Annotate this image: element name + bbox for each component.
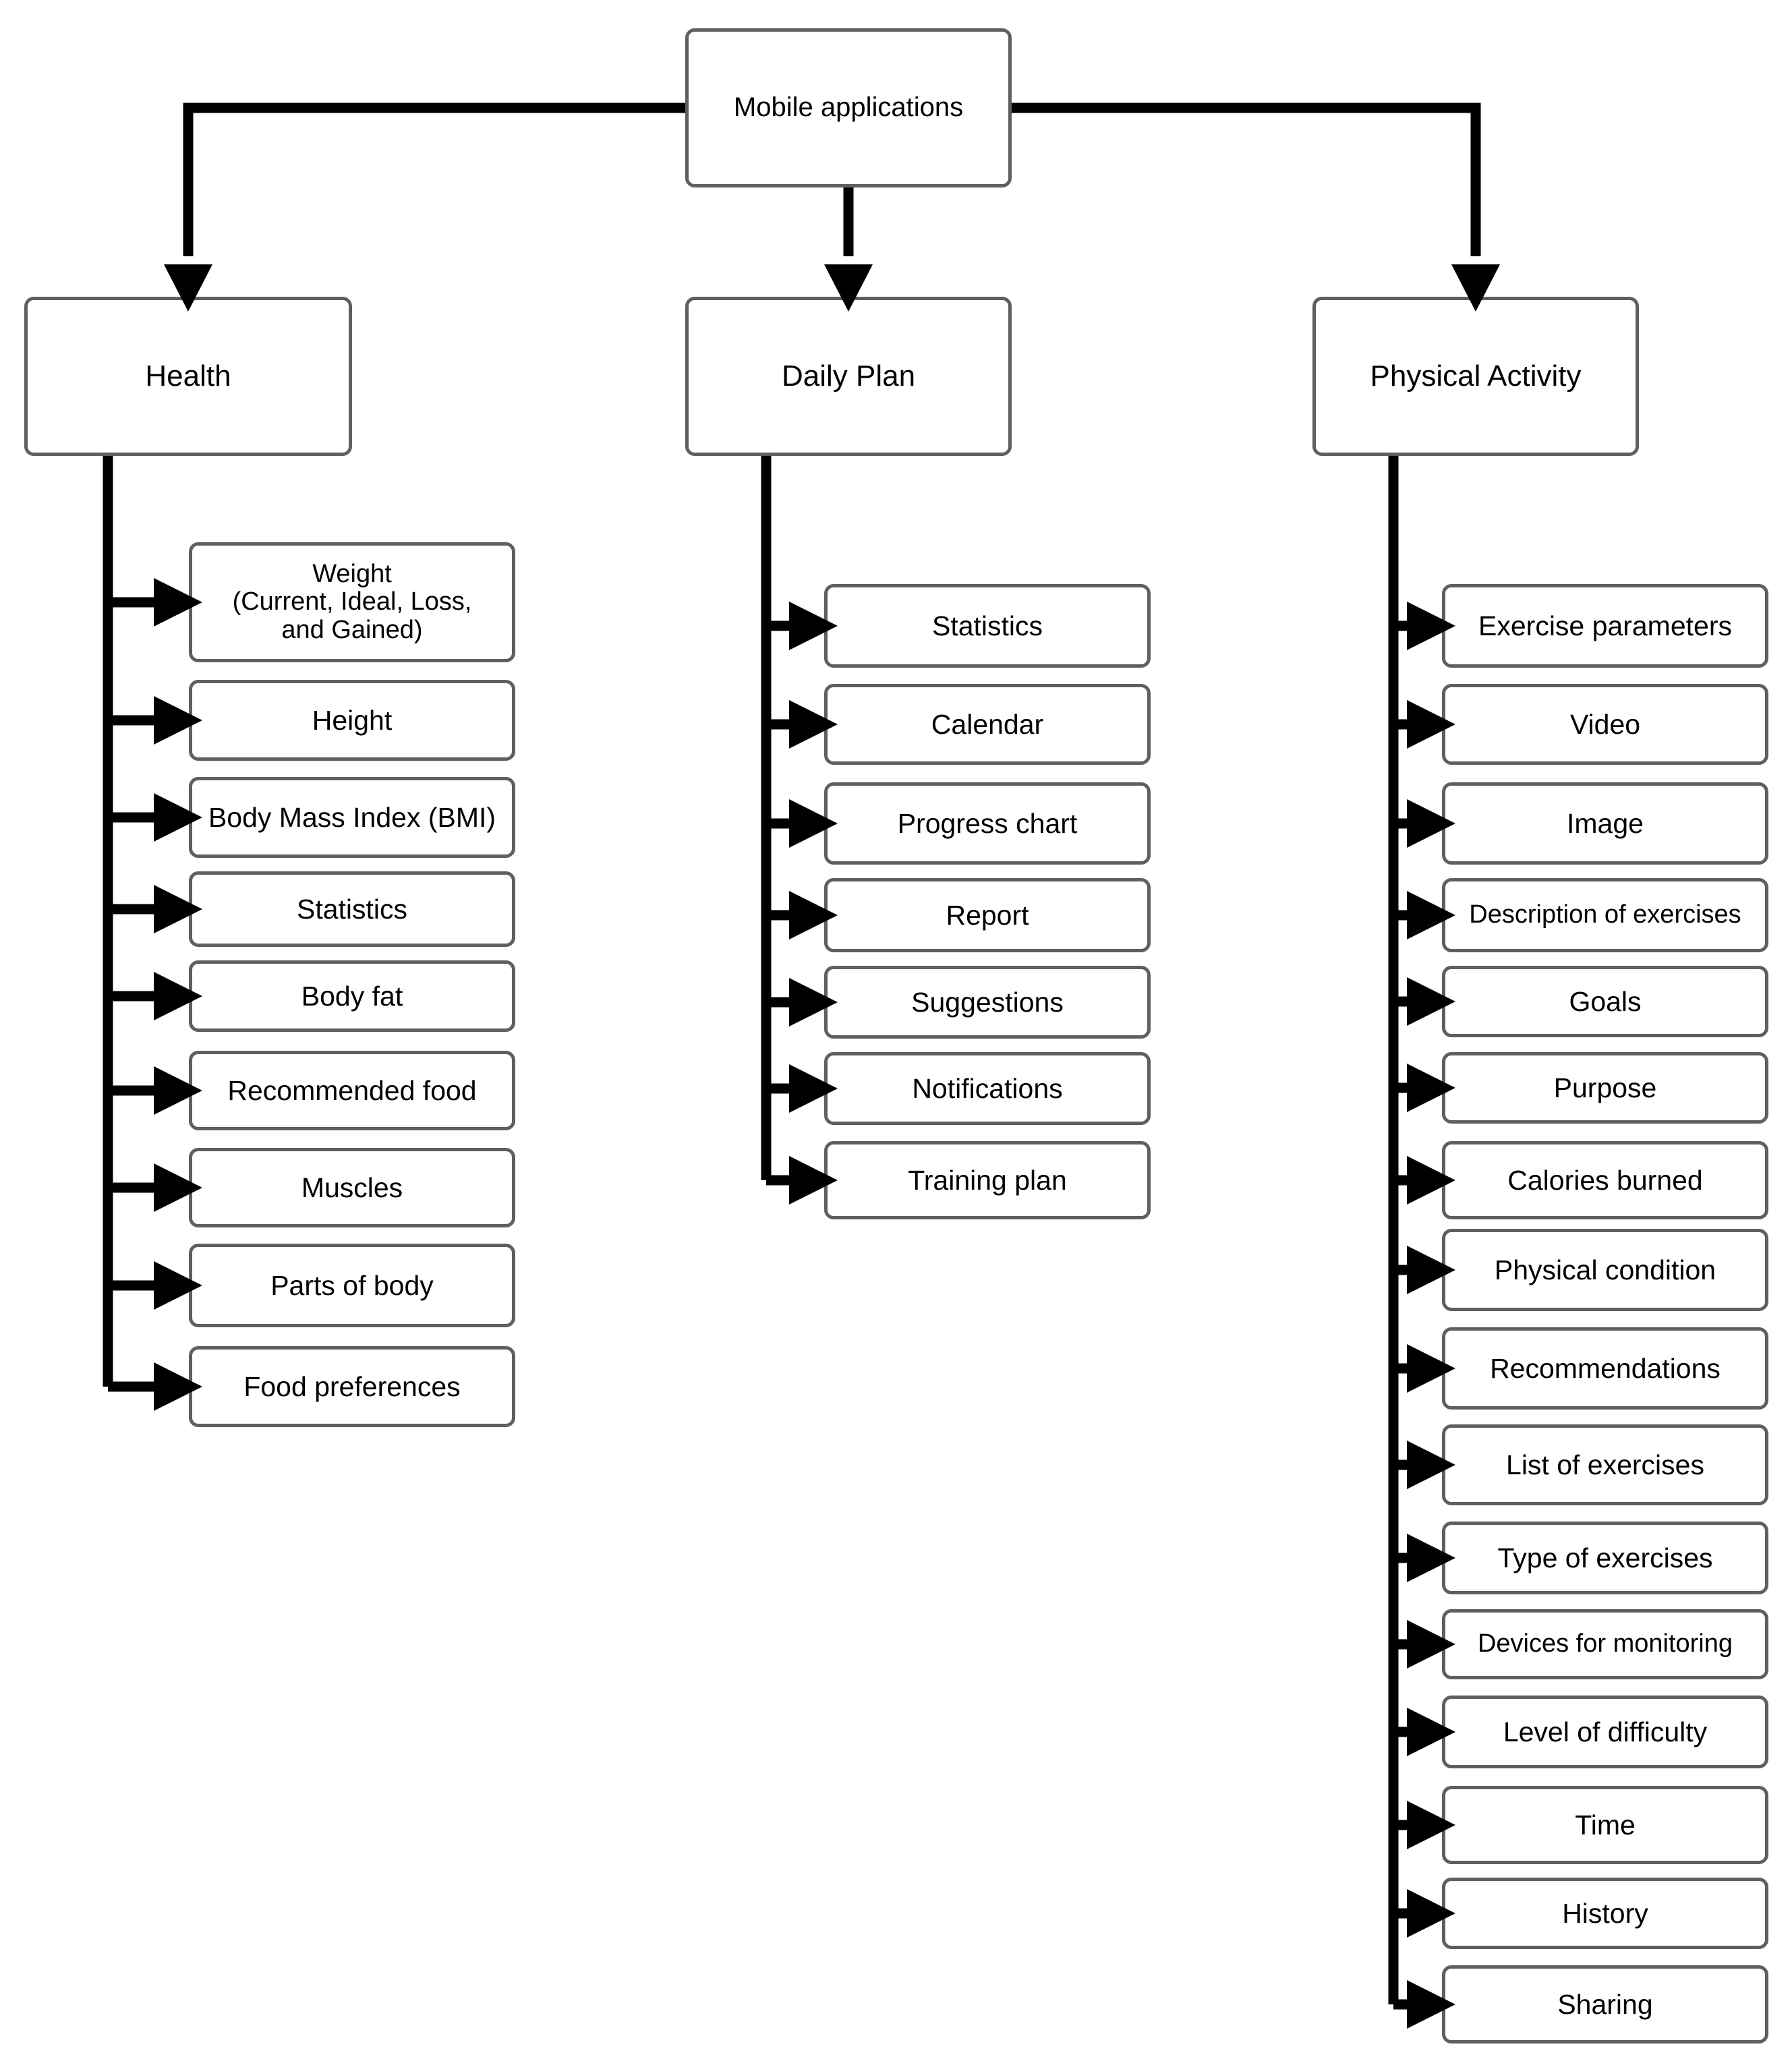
leaf-node: Parts of body	[189, 1244, 515, 1327]
leaf-label: Weight (Current, Ideal, Loss, and Gained…	[232, 560, 472, 644]
leaf-node: Body fat	[189, 960, 515, 1032]
leaf-node: Recommendations	[1442, 1327, 1768, 1410]
leaf-label: Parts of body	[270, 1269, 434, 1301]
leaf-node: Statistics	[824, 584, 1151, 668]
leaf-node: Progress chart	[824, 782, 1151, 865]
leaf-node: Statistics	[189, 871, 515, 947]
leaf-node: Muscles	[189, 1148, 515, 1227]
leaf-node: Level of difficulty	[1442, 1696, 1768, 1768]
root-label: Mobile applications	[733, 92, 964, 123]
leaf-label: Training plan	[908, 1164, 1067, 1196]
leaf-node: Time	[1442, 1786, 1768, 1864]
leaf-node: Purpose	[1442, 1052, 1768, 1124]
leaf-node: History	[1442, 1878, 1768, 1949]
leaf-label: Suggestions	[911, 986, 1064, 1018]
leaf-label: Report	[946, 899, 1029, 931]
leaf-label: Body fat	[301, 980, 403, 1012]
leaf-node: Type of exercises	[1442, 1522, 1768, 1594]
leaf-node: Training plan	[824, 1141, 1151, 1219]
leaf-node: Report	[824, 878, 1151, 952]
leaf-label: Progress chart	[897, 807, 1078, 839]
category-physical-activity: Physical Activity	[1312, 297, 1639, 456]
leaf-node: Food preferences	[189, 1346, 515, 1427]
leaf-node: Description of exercises	[1442, 878, 1768, 952]
leaf-label: Video	[1569, 708, 1641, 740]
leaf-label: Purpose	[1553, 1072, 1657, 1103]
leaf-label: Description of exercises	[1469, 900, 1741, 929]
leaf-label: Calories burned	[1507, 1164, 1703, 1196]
category-daily-plan: Daily Plan	[685, 297, 1012, 456]
leaf-node: Image	[1442, 782, 1768, 865]
leaf-node: Suggestions	[824, 966, 1151, 1039]
leaf-node: Weight (Current, Ideal, Loss, and Gained…	[189, 542, 515, 662]
category-label: Physical Activity	[1370, 359, 1582, 393]
leaf-node: Notifications	[824, 1052, 1151, 1125]
leaf-label: Muscles	[301, 1171, 403, 1203]
leaf-node: Sharing	[1442, 1965, 1768, 2044]
leaf-label: Food preferences	[243, 1370, 461, 1402]
connector-root-physical-activity	[1012, 103, 1481, 256]
leaf-label: Statistics	[931, 610, 1043, 641]
leaf-label: Exercise parameters	[1478, 610, 1732, 641]
connector-root-health	[183, 103, 685, 256]
leaf-label: Statistics	[296, 893, 408, 925]
root-node: Mobile applications	[685, 28, 1012, 187]
leaf-node: Exercise parameters	[1442, 584, 1768, 668]
leaf-label: Goals	[1569, 985, 1642, 1017]
leaf-label: Calendar	[931, 708, 1044, 740]
leaf-label: Time	[1575, 1809, 1636, 1841]
leaf-label: Image	[1567, 807, 1644, 839]
leaf-node: Goals	[1442, 966, 1768, 1037]
leaf-node: Calories burned	[1442, 1141, 1768, 1219]
category-label: Health	[145, 359, 231, 393]
category-label: Daily Plan	[781, 359, 916, 393]
leaf-node: Devices for monitoring	[1442, 1609, 1768, 1679]
leaf-label: Height	[312, 704, 393, 736]
leaf-label: Sharing	[1557, 1988, 1653, 2020]
leaf-node: Calendar	[824, 684, 1151, 765]
leaf-label: Notifications	[912, 1072, 1063, 1104]
leaf-node: List of exercises	[1442, 1424, 1768, 1505]
leaf-label: Recommended food	[227, 1074, 477, 1106]
leaf-node: Body Mass Index (BMI)	[189, 777, 515, 858]
leaf-node: Video	[1442, 684, 1768, 765]
leaf-label: History	[1562, 1897, 1648, 1929]
leaf-label: Level of difficulty	[1503, 1716, 1708, 1747]
leaf-node: Recommended food	[189, 1051, 515, 1130]
leaf-label: List of exercises	[1506, 1449, 1704, 1480]
leaf-label: Body Mass Index (BMI)	[208, 801, 496, 833]
leaf-label: Type of exercises	[1497, 1542, 1713, 1573]
leaf-label: Recommendations	[1490, 1352, 1721, 1384]
category-health: Health	[24, 297, 352, 456]
leaf-node: Height	[189, 680, 515, 761]
leaf-label: Physical condition	[1494, 1254, 1716, 1285]
leaf-node: Physical condition	[1442, 1229, 1768, 1311]
leaf-label: Devices for monitoring	[1477, 1629, 1733, 1658]
